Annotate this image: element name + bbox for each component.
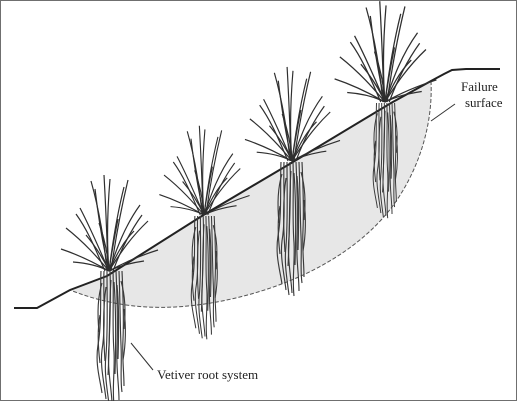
failure-leader xyxy=(431,104,455,121)
failure-surface-label-line-2: surface xyxy=(465,95,503,110)
vetiver-root-system-label: Vetiver root system xyxy=(157,367,258,382)
failure-surface-label-line-1: Failure xyxy=(461,79,498,94)
root-leader xyxy=(131,343,153,370)
